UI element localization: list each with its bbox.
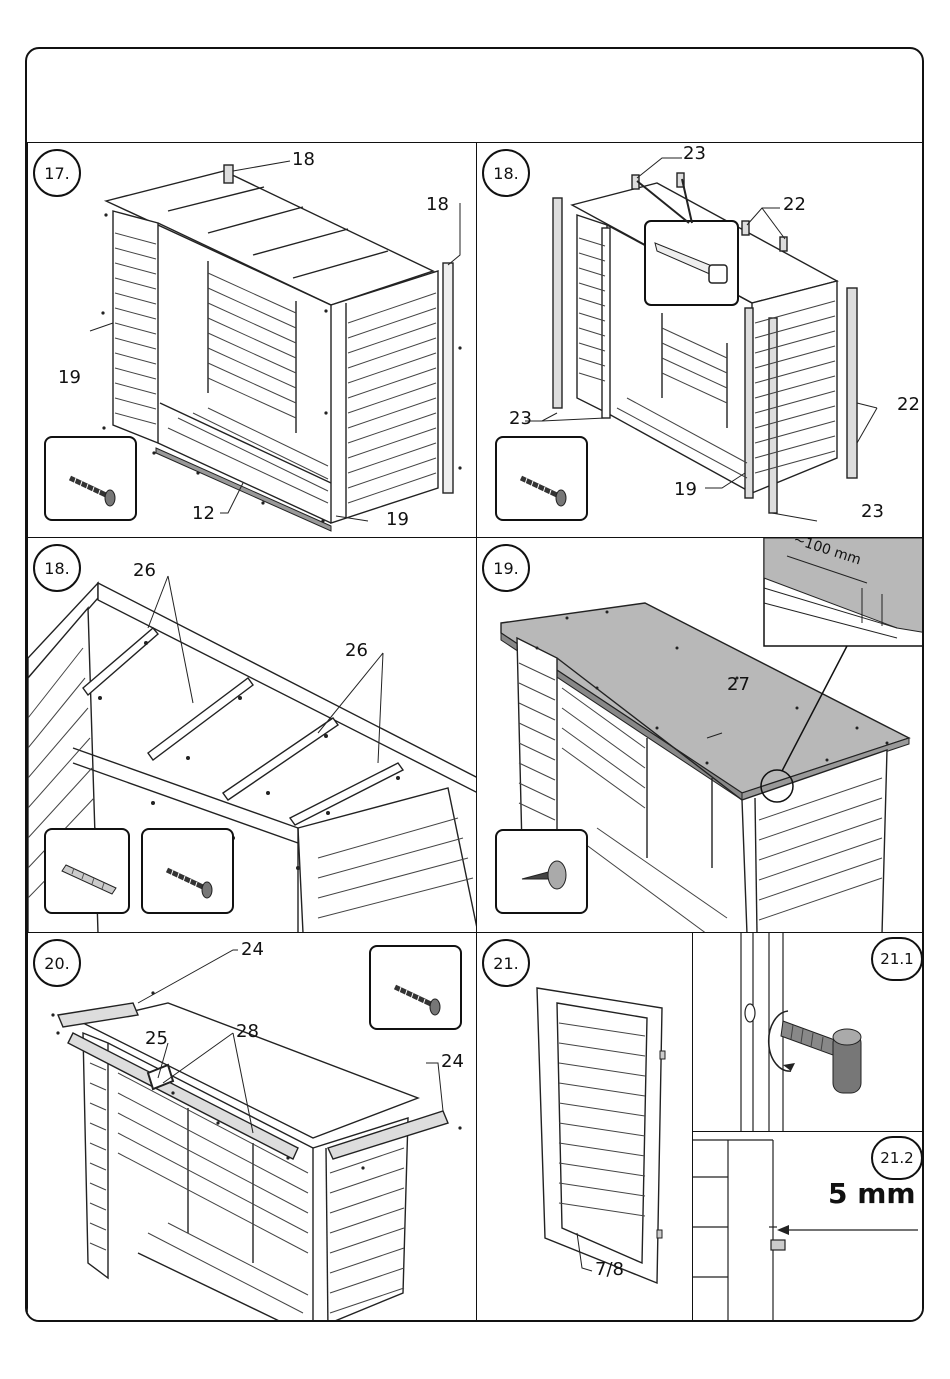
step-number-badge: 18. xyxy=(482,149,530,197)
hardware-box-screw xyxy=(141,828,234,914)
hardware-box-dowel xyxy=(44,828,130,914)
part-label-19: 19 xyxy=(674,481,697,499)
part-label-23: 23 xyxy=(683,145,706,163)
step-number-badge: 21.2 xyxy=(871,1136,923,1180)
part-label-23: 23 xyxy=(861,503,884,521)
panel-step-21-1: 21.1 xyxy=(692,932,924,1132)
part-label-19: 19 xyxy=(386,511,409,529)
step-number-badge: 21.1 xyxy=(871,937,923,981)
hardware-box-screw xyxy=(369,945,462,1030)
hardware-box-screw xyxy=(495,436,588,521)
instruction-sheet: 17. 18 18 19 12 19 xyxy=(25,47,924,1322)
hinge-pin-icon xyxy=(781,1021,861,1093)
part-label-24: 24 xyxy=(241,941,264,959)
panel-step-18-walls: 18. 23 22 22 23 19 23 xyxy=(476,142,924,538)
door-illustration xyxy=(477,933,693,1322)
panel-step-21-2: 21.2 5 mm xyxy=(692,1131,924,1322)
screw-icon xyxy=(371,947,464,1032)
panel-step-18-roof-battens: 18. 26 26 xyxy=(27,537,477,933)
step-number-badge: 20. xyxy=(33,939,81,987)
screw-icon xyxy=(46,438,139,523)
panel-step-20: 20. 24 25 28 24 xyxy=(27,932,477,1322)
part-label-24: 24 xyxy=(441,1053,464,1071)
step-number-badge: 19. xyxy=(482,544,530,592)
screw-icon xyxy=(497,438,590,523)
part-label-7-8: 7/8 xyxy=(595,1261,624,1279)
hardware-box-screw xyxy=(44,436,137,521)
part-label-26: 26 xyxy=(345,642,368,660)
part-label-26: 26 xyxy=(133,562,156,580)
part-label-22: 22 xyxy=(783,196,806,214)
part-label-23: 23 xyxy=(509,410,532,428)
part-label-12: 12 xyxy=(192,505,215,523)
part-label-25: 25 xyxy=(145,1030,168,1048)
step-number-badge: 18. xyxy=(33,544,81,592)
dowel-icon xyxy=(46,830,132,916)
panel-step-19: 19. ~100 mm 27 xyxy=(476,537,924,933)
hardware-box-nail xyxy=(495,829,588,914)
panel-step-17: 17. 18 18 19 12 19 xyxy=(27,142,477,538)
part-label-22: 22 xyxy=(897,396,920,414)
part-label-27: 27 xyxy=(727,676,750,694)
panel-step-21: 21. 7/8 xyxy=(476,932,693,1322)
part-label-18: 18 xyxy=(426,196,449,214)
nail-icon xyxy=(497,831,590,916)
part-label-28: 28 xyxy=(236,1023,259,1041)
part-label-19: 19 xyxy=(58,369,81,387)
step-number-badge: 17. xyxy=(33,149,81,197)
gap-measurement: 5 mm xyxy=(828,1177,916,1210)
part-label-18: 18 xyxy=(292,151,315,169)
screw-icon xyxy=(143,830,236,916)
step-number-badge: 21. xyxy=(482,939,530,987)
